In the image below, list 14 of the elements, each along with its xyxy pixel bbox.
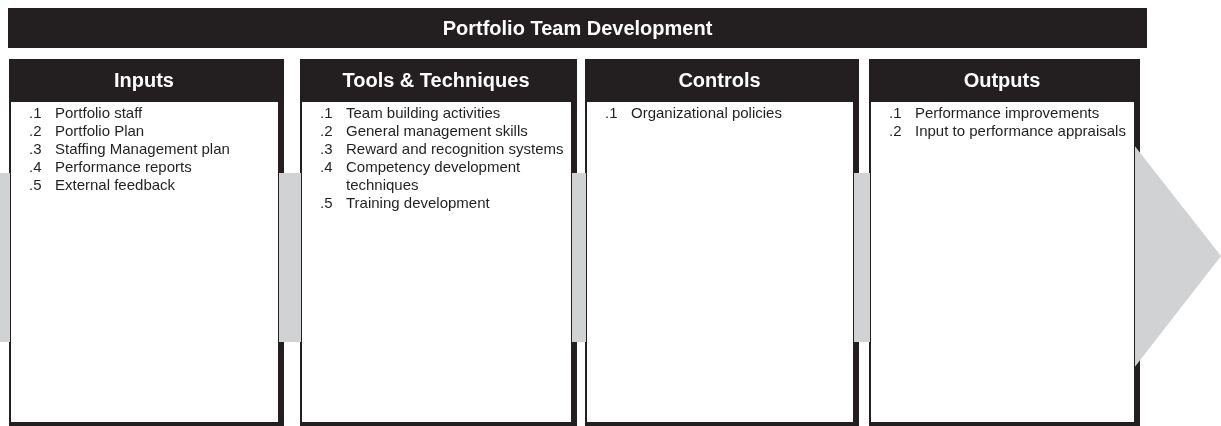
list-item: .1 Organizational policies bbox=[605, 104, 783, 122]
title-bar: Portfolio Team Development bbox=[8, 8, 1147, 48]
list-item: .1 Team building activities bbox=[320, 104, 502, 122]
list-item: .1 Portfolio staff bbox=[29, 104, 144, 122]
list-item: .2 Portfolio Plan bbox=[29, 122, 146, 140]
list-item: .3 Reward and recognition systems bbox=[320, 140, 565, 158]
list-item: .3 Staffing Management plan bbox=[29, 140, 231, 158]
list-item: .4 Competency development techniques bbox=[320, 158, 522, 194]
list-item: .4 Performance reports bbox=[29, 158, 193, 176]
list-item: .2 General management skills bbox=[320, 122, 529, 140]
list-item: .1 Performance improvements bbox=[889, 104, 1101, 122]
list-item: .5 External feedback bbox=[29, 176, 177, 194]
list-item: .2 Input to performance appraisals bbox=[889, 122, 1127, 140]
list-item: .5 Training development bbox=[320, 194, 491, 212]
